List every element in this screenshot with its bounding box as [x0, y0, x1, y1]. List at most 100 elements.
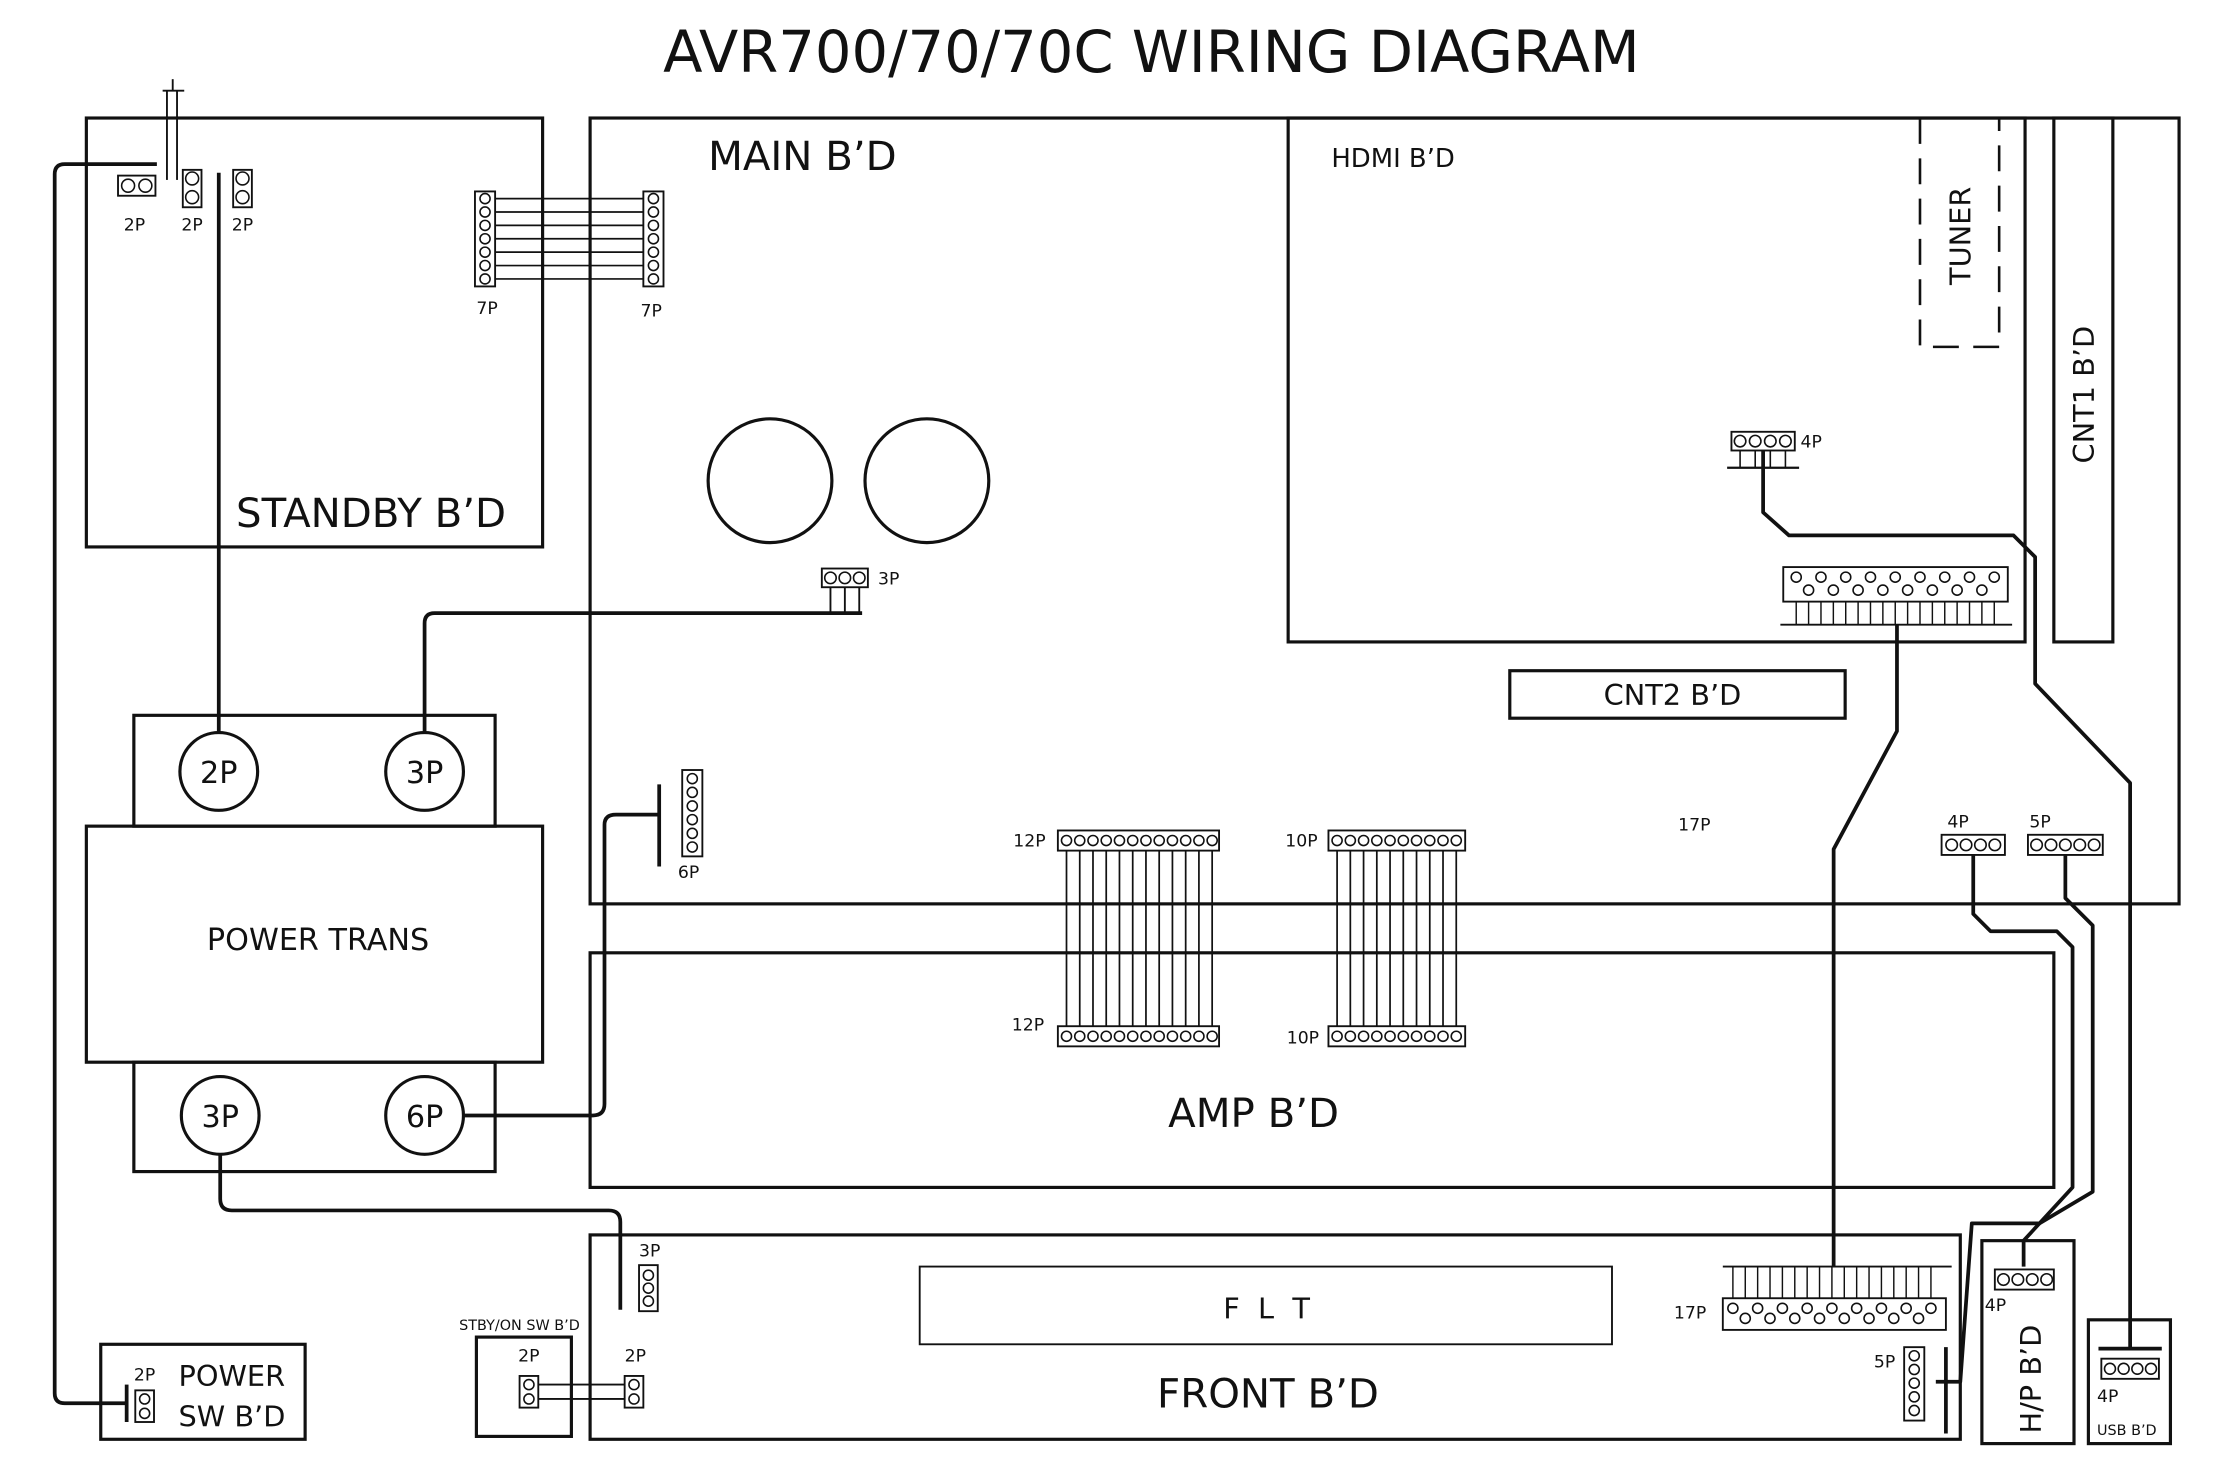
front-17p-pin [1827, 1303, 1837, 1313]
standby-7p-pin [480, 194, 490, 204]
main-12p-pin [1061, 836, 1071, 846]
amp-12p-pin [1194, 1031, 1204, 1041]
front-5p-pin [1909, 1351, 1919, 1361]
usb-board-label: USB B’D [2097, 1423, 2157, 1439]
hdmi-17p-pin [1964, 572, 1974, 582]
main-6p-pin [687, 842, 697, 852]
main-7p-pin [648, 274, 658, 284]
main-12p-label: 12P [1013, 831, 1045, 851]
cnt2-board-label: CNT2 B’D [1604, 678, 1742, 712]
hdmi-4p-pin [1734, 435, 1746, 447]
front-17p-pin [1728, 1303, 1738, 1313]
front-17p-pin [1790, 1313, 1800, 1323]
cnt1-board: CNT1 B’D [2054, 118, 2113, 642]
main-7p-pin [648, 247, 658, 257]
hp-4p-pin [1998, 1274, 2010, 1286]
standby-board: STANDBY B’D 2P 2P 2P 7P [86, 79, 542, 547]
main-12p-pin [1101, 836, 1111, 846]
main-17p-label: 17P [1678, 815, 1710, 835]
front-board-label: FRONT B’D [1157, 1371, 1379, 1418]
main-10p-pin [1398, 836, 1408, 846]
front-5p-pin [1909, 1378, 1919, 1388]
main-7p-pin [648, 234, 658, 244]
main-4p-pin [1989, 839, 2001, 851]
main-board-label: MAIN B’D [708, 133, 897, 180]
front-17p-pin [1926, 1303, 1936, 1313]
front-3p-label: 3P [639, 1241, 660, 1261]
standby-7p-label: 7P [476, 299, 497, 319]
main-10p-label: 10P [1285, 831, 1317, 851]
standby-7p-pin [480, 247, 490, 257]
amp-10p-pin [1398, 1031, 1408, 1041]
power-sw-2p-connector: 2P [134, 1365, 155, 1422]
amp-12p-pin [1154, 1031, 1164, 1041]
main-6p-pin [687, 774, 697, 784]
front-2p-connector: 2P [625, 1347, 646, 1408]
amp-12p-pin [1088, 1031, 1098, 1041]
front-17p-pin [1802, 1303, 1812, 1313]
amp-12p-pin [1128, 1031, 1138, 1041]
front-17p-pin [1901, 1303, 1911, 1313]
power-trans-label: POWER TRANS [207, 923, 429, 958]
main-10p-pin [1451, 836, 1461, 846]
main-12p-pin [1088, 836, 1098, 846]
wire-hdmi-17p-to-front-17p [1834, 625, 1897, 1267]
stby-on-sw-board: STBY/ON SW B’D 2P [459, 1318, 580, 1437]
hdmi-17p-pin [1828, 585, 1838, 595]
hp-4p-pin [2027, 1274, 2039, 1286]
amp-10p-pin [1451, 1031, 1461, 1041]
main-4p-pin [1960, 839, 1972, 851]
main-board: MAIN B’D 7P 3P 6P 12P 10P 1 [590, 118, 2179, 904]
amp-board-label: AMP B’D [1168, 1090, 1339, 1137]
main-10p-pin [1425, 836, 1435, 846]
main-6p-label: 6P [678, 863, 699, 883]
main-7p-pin [648, 194, 658, 204]
hdmi-board-label: HDMI B’D [1331, 144, 1455, 174]
main-6p-pin [687, 828, 697, 838]
main-4p-pin [1975, 839, 1987, 851]
front-17p-pin [1777, 1303, 1787, 1313]
usb-4p-pin [2105, 1363, 2116, 1374]
main-3p-label: 3P [878, 569, 899, 589]
main-3p-connector: 3P [822, 569, 900, 612]
power-sw-label-line2: SW B’D [178, 1399, 285, 1433]
hdmi-17p-pin [1915, 572, 1925, 582]
amp-12p-pin [1101, 1031, 1111, 1041]
amp-12p-pin [1114, 1031, 1124, 1041]
standby-2p-connector-c: 2P [232, 170, 253, 235]
hdmi-4p-pin [1749, 435, 1761, 447]
amp-10p-pin [1372, 1031, 1382, 1041]
front-3p-pin [643, 1270, 653, 1280]
standby-7p-pin [480, 274, 490, 284]
front-17p-pin [1876, 1303, 1886, 1313]
stby-on-sw-label: STBY/ON SW B’D [459, 1318, 580, 1334]
main-5p-pin [2060, 839, 2072, 851]
main-10p-pin [1332, 836, 1342, 846]
front-5p-pin [1909, 1392, 1919, 1402]
amp-12p-pin [1141, 1031, 1151, 1041]
hdmi-17p-pin [1977, 585, 1987, 595]
power-transformer: POWER TRANS 2P 3P 3P 6P [86, 715, 542, 1171]
standby-7p-pin [480, 261, 490, 271]
wire-hdmi-4p-to-usb [1763, 451, 2130, 1349]
capacitor-left [708, 419, 832, 543]
wire-standby-to-power-sw [55, 164, 157, 1403]
hdmi-17p-pin [1989, 572, 1999, 582]
standby-2p-a-label: 2P [124, 215, 145, 235]
hdmi-17p-pin [1804, 585, 1814, 595]
front-5p-label: 5P [1874, 1352, 1895, 1372]
hdmi-17p-pin [1940, 572, 1950, 582]
amp-10p-pin [1359, 1031, 1369, 1041]
hp-board-label: H/P B’D [2014, 1325, 2048, 1434]
main-5p-pin [2045, 839, 2057, 851]
wiring-harnesses [55, 164, 2162, 1433]
main-5p-pin [2088, 839, 2100, 851]
amp-10p-label: 10P [1287, 1028, 1319, 1048]
front-17p-pin [1740, 1313, 1750, 1323]
tuner-label: TUNER [1943, 187, 1977, 286]
amp-12p-pin [1207, 1031, 1217, 1041]
front-17p-pin [1753, 1303, 1763, 1313]
main-10p-pin [1385, 836, 1395, 846]
front-17p-pin [1839, 1313, 1849, 1323]
amp-10p-pin [1438, 1031, 1448, 1041]
